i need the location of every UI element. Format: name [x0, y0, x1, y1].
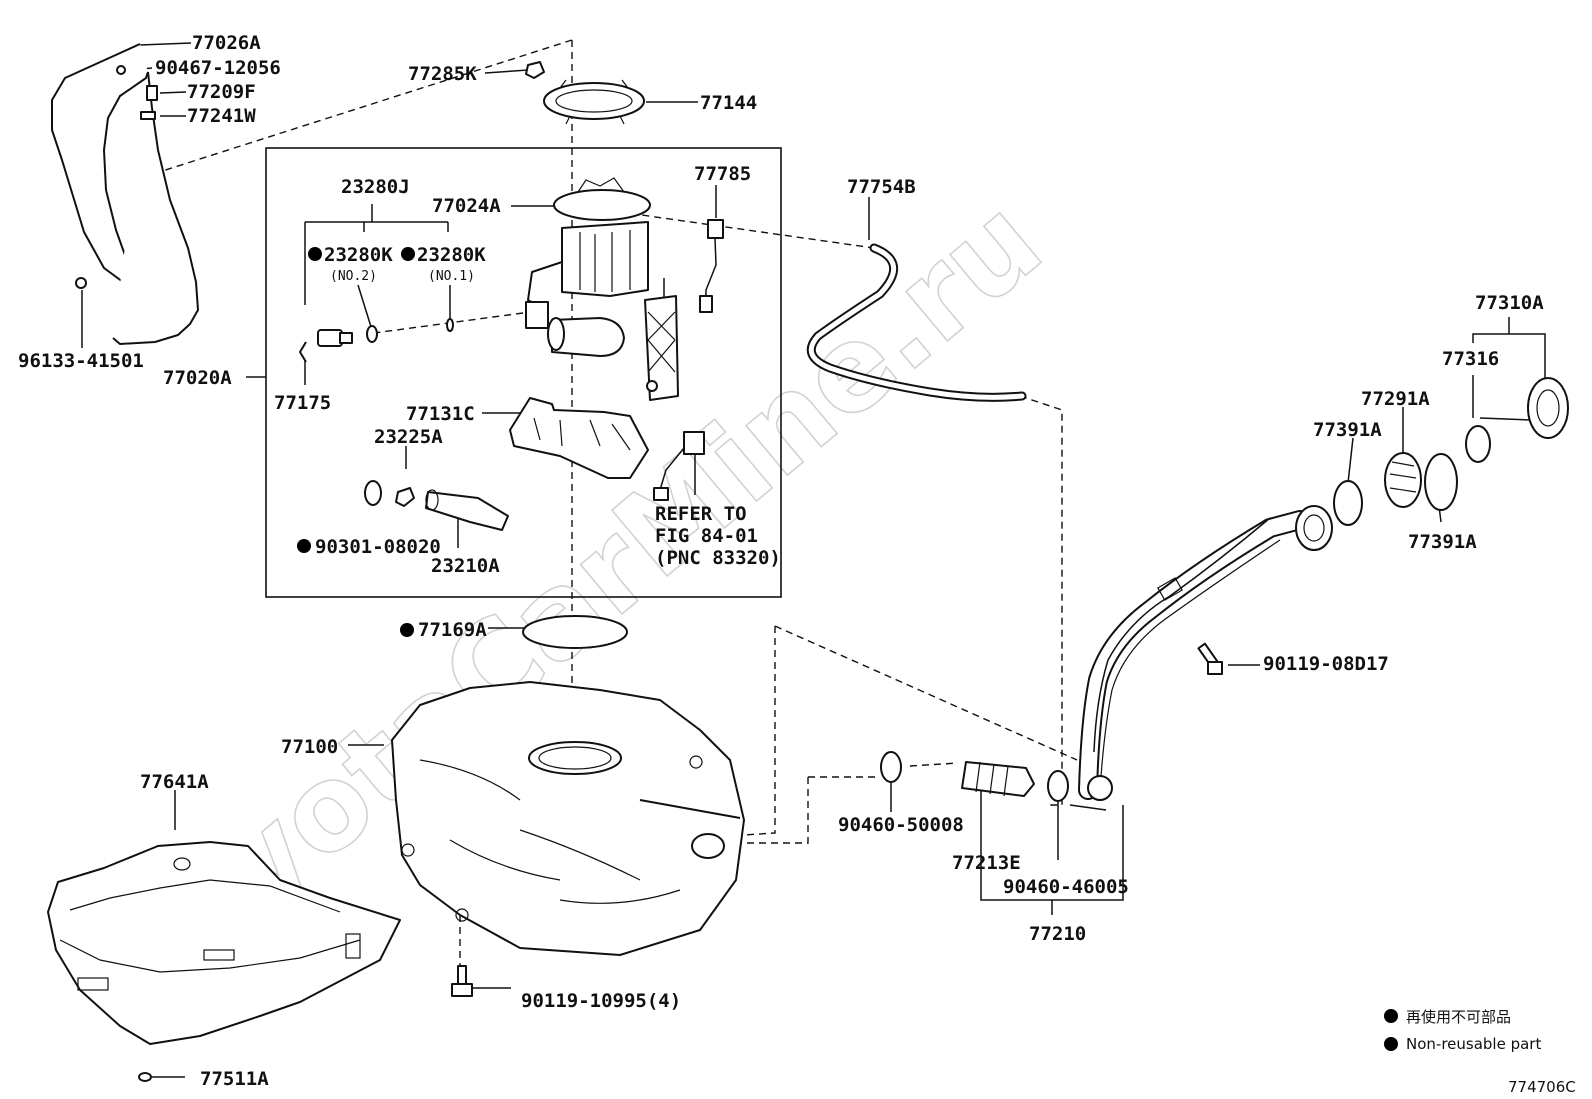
label-77144: 77144	[700, 92, 757, 114]
label-77241W: 77241W	[187, 105, 256, 127]
bolt-90119-10995	[451, 965, 473, 997]
label-90460-46005: 90460-46005	[1003, 876, 1129, 898]
label-77020A: 77020A	[163, 367, 232, 389]
label-77291A: 77291A	[1361, 388, 1430, 410]
label-77511A: 77511A	[200, 1068, 269, 1090]
pump-bracket-77131C	[509, 397, 649, 479]
clip-77285K-icon	[525, 61, 545, 79]
legend-marker-ja	[1384, 1009, 1398, 1023]
fuel-filler-pipe	[1078, 505, 1333, 801]
label-77131C: 77131C	[406, 403, 475, 425]
label-23280K-no2: 23280K	[324, 244, 393, 266]
label-90467-12056: 90467-12056	[155, 57, 281, 79]
label-refer-line3: (PNC 83320)	[655, 547, 781, 569]
non-reusable-markers	[297, 247, 1398, 1051]
bolt-90119-08D17	[1197, 642, 1223, 675]
clamp-90460-46005-icon	[1047, 770, 1069, 802]
clip-96133-icon	[75, 277, 87, 289]
filter-23225A-icon	[395, 487, 415, 507]
wiring-harness-77785	[699, 219, 724, 313]
label-77785: 77785	[694, 163, 751, 185]
label-77100: 77100	[281, 736, 338, 758]
tank-protector-77641A	[47, 841, 401, 1045]
diagram-id: 774706C	[1508, 1078, 1576, 1096]
clip-77175-icon	[299, 341, 307, 363]
label-77754B: 77754B	[847, 176, 916, 198]
fuel-pump-23210A	[425, 489, 509, 531]
label-90460-50008: 90460-50008	[838, 814, 964, 836]
label-90301-08020: 90301-08020	[315, 536, 441, 558]
label-77175: 77175	[274, 392, 331, 414]
label-23225A: 23225A	[374, 426, 443, 448]
label-23280K-no1: 23280K	[417, 244, 486, 266]
fuel-pump-module	[525, 177, 651, 357]
fuel-pump-assembly-box	[265, 147, 782, 598]
label-23280J: 23280J	[341, 176, 410, 198]
label-77310A: 77310A	[1475, 292, 1544, 314]
label-77391A-bottom: 77391A	[1408, 531, 1477, 553]
label-no1: (NO.1)	[428, 269, 475, 284]
o-ring-90301-icon	[364, 480, 382, 506]
legend-text-en: Non-reusable part	[1406, 1035, 1541, 1053]
label-77210: 77210	[1029, 923, 1086, 945]
fuel-cap-77310A	[1479, 377, 1569, 439]
legend-marker-en	[1384, 1037, 1398, 1051]
fuel-sender-gauge	[644, 278, 679, 401]
label-77285K: 77285K	[408, 63, 477, 85]
pressure-regulator	[317, 318, 454, 347]
clip-90467-icon	[116, 65, 126, 75]
label-77316: 77316	[1442, 348, 1499, 370]
retainer-ring-77144	[543, 79, 645, 125]
breather-tube	[51, 43, 199, 345]
gasket-77316-icon	[1465, 425, 1491, 463]
label-77641A: 77641A	[140, 771, 209, 793]
clamp-90460-50008-icon	[880, 751, 902, 783]
label-77213E: 77213E	[952, 852, 1021, 874]
part-labels: 77026A 90467-12056 77209F 77241W 96133-4…	[18, 32, 1544, 1090]
fuel-level-float	[653, 431, 705, 501]
label-90119-08D17: 90119-08D17	[1263, 653, 1389, 675]
label-refer-line2: FIG 84-01	[655, 525, 758, 547]
label-no2: (NO.2)	[330, 269, 377, 284]
breather-hose-icon	[1069, 804, 1107, 811]
filler-hose-77213E	[961, 761, 1035, 797]
gasket-77391A-rear-icon	[1424, 453, 1458, 511]
label-77209F: 77209F	[187, 81, 256, 103]
leader-lines	[81, 42, 1546, 1078]
clip-77511A-icon	[138, 1072, 152, 1082]
gasket-77169A	[522, 615, 628, 649]
label-23210A: 23210A	[431, 555, 500, 577]
legend: 再使用不可部品 Non-reusable part	[1406, 1008, 1541, 1053]
filler-neck-ring-77291A	[1384, 452, 1422, 508]
label-77026A: 77026A	[192, 32, 261, 54]
label-77169A: 77169A	[418, 619, 487, 641]
label-77391A-top: 77391A	[1313, 419, 1382, 441]
clamp-77209F-icon	[146, 85, 158, 101]
label-77024A: 77024A	[432, 195, 501, 217]
fuel-tank-77100	[391, 681, 745, 956]
label-refer-line1: REFER TO	[655, 503, 747, 525]
legend-text-ja: 再使用不可部品	[1406, 1008, 1511, 1026]
label-96133-41501: 96133-41501	[18, 350, 144, 372]
clamp-77241W-icon	[140, 111, 156, 120]
label-90119-10995: 90119-10995(4)	[521, 990, 681, 1012]
gasket-77391A-front-icon	[1333, 480, 1363, 526]
